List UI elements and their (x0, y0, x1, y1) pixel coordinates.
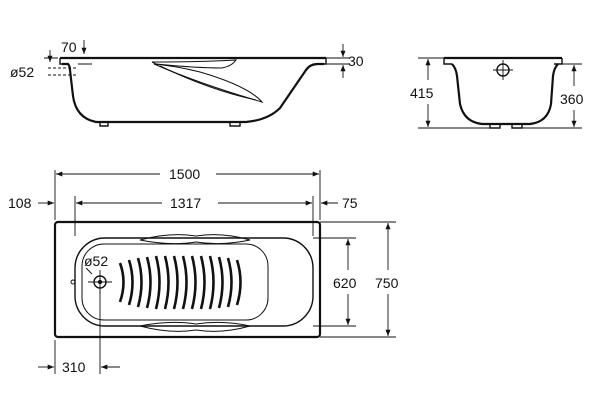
label-rim-width: 70 (61, 39, 77, 55)
side-view-feet (99, 122, 241, 127)
top-view-antislip-pattern (118, 255, 242, 310)
end-view-feet (489, 124, 523, 129)
label-right-margin: 75 (342, 195, 358, 211)
ext-inner-height (522, 63, 582, 129)
ext-width (320, 221, 396, 338)
side-view-drain-lines (48, 67, 76, 76)
top-view-overflow-icon (70, 279, 76, 285)
ext-total-height (418, 57, 490, 129)
label-rim-height: 30 (348, 53, 364, 69)
label-width: 750 (375, 275, 399, 291)
side-view-handle-line (159, 65, 257, 101)
label-inner-width: 620 (333, 275, 357, 291)
end-view-body (451, 63, 559, 126)
end-view-drain-cross (493, 60, 513, 80)
side-view-handle (151, 59, 237, 69)
side-view-body (62, 62, 324, 124)
ext-inner-width (313, 237, 356, 327)
label-length: 1500 (169, 166, 200, 182)
top-view-handle-top (139, 234, 251, 245)
label-inner-length: 1317 (170, 195, 201, 211)
top-view-drain-leader (85, 267, 93, 275)
side-view-handle-shadow (153, 63, 264, 103)
label-drain-side: ø52 (10, 64, 34, 80)
end-view: 415 360 (410, 56, 584, 129)
label-total-height: 415 (410, 85, 434, 101)
ext-drain-offset (54, 290, 101, 374)
label-left-margin: 108 (8, 195, 32, 211)
top-view-handle-bottom (139, 321, 251, 332)
top-view: ø52 1500 1317 108 75 620 750 310 (8, 166, 399, 375)
ext-rim (44, 57, 92, 65)
label-drain-top: ø52 (84, 253, 108, 269)
ext-inner-length (74, 196, 314, 236)
ext-rim-height (324, 57, 350, 65)
side-view: 70 ø52 30 (10, 39, 364, 127)
label-drain-offset: 310 (62, 359, 86, 375)
ext-length (54, 170, 321, 220)
top-view-outer-rim (53, 220, 322, 339)
label-inner-height: 360 (560, 91, 584, 107)
